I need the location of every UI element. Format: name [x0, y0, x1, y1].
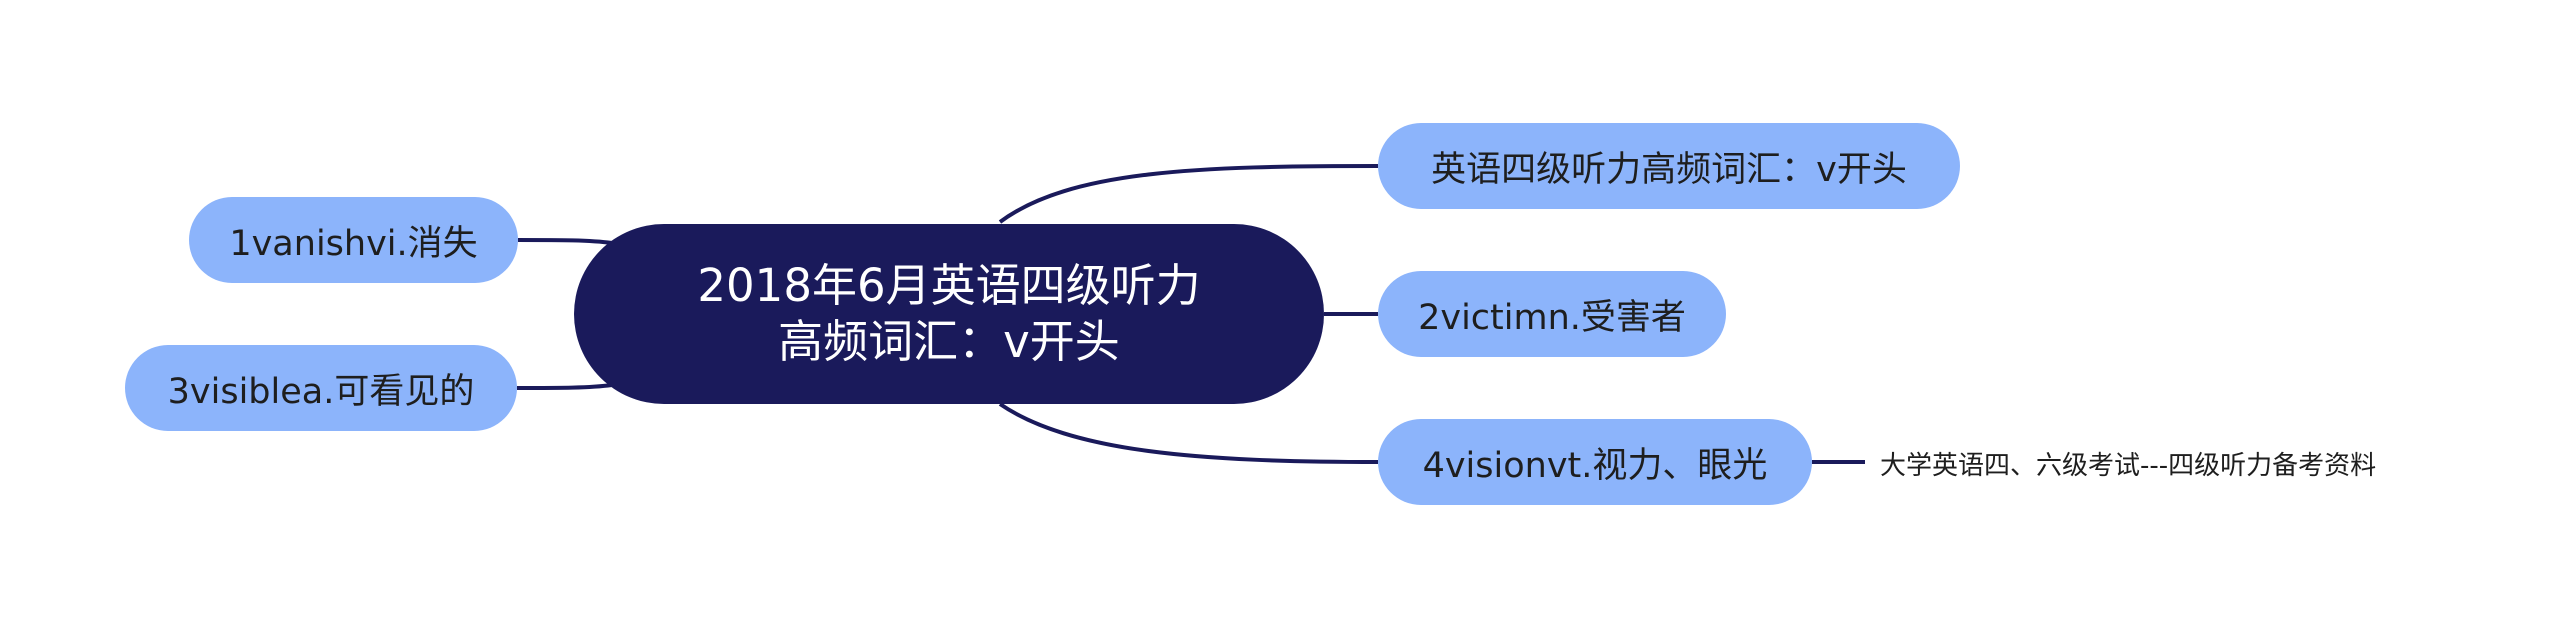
connector-central-to-node-3: [998, 402, 1379, 464]
central-topic[interactable]: 2018年6月英语四级听力 高频词汇：v开头: [574, 224, 1324, 404]
connector-central-to-node-5: [516, 383, 613, 390]
topic-node-4-label: 1vanishvi.消失: [229, 223, 478, 264]
topic-node-2-label: 2victimn.受害者: [1418, 297, 1686, 338]
connector-central-to-node-4: [517, 238, 613, 245]
leaf-note-label: 大学英语四、六级考试---四级听力备考资料: [1880, 450, 2377, 481]
topic-node-3[interactable]: 4visionvt.视力、眼光: [1378, 419, 1812, 505]
leaf-note[interactable]: 大学英语四、六级考试---四级听力备考资料: [1880, 443, 2460, 483]
central-topic-line-2: 高频词汇：v开头: [778, 315, 1120, 368]
topic-node-1-label: 英语四级听力高频词汇：v开头: [1431, 149, 1907, 190]
topic-node-2[interactable]: 2victimn.受害者: [1378, 271, 1726, 357]
topic-node-5[interactable]: 3visiblea.可看见的: [125, 345, 517, 431]
topic-node-5-label: 3visiblea.可看见的: [167, 371, 475, 412]
topic-node-4[interactable]: 1vanishvi.消失: [189, 197, 518, 283]
topic-node-3-label: 4visionvt.视力、眼光: [1422, 445, 1768, 486]
topic-node-1[interactable]: 英语四级听力高频词汇：v开头: [1378, 123, 1960, 209]
connector-central-to-node-1: [998, 164, 1379, 224]
central-topic-line-1: 2018年6月英语四级听力: [697, 259, 1201, 312]
